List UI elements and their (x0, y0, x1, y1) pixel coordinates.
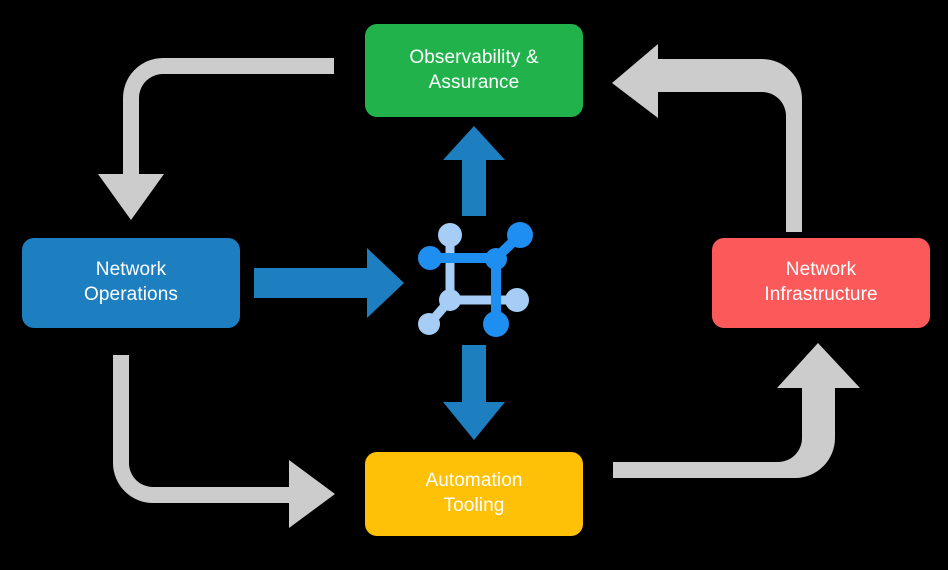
arrow-operations-to-hub (254, 248, 404, 318)
node-left-bright (418, 246, 442, 270)
node-top-light (438, 223, 462, 247)
node-observability-label: Observability & Assurance (409, 46, 539, 93)
node-bottom-left-light (418, 313, 440, 335)
arrow-hub-up (443, 126, 505, 216)
node-hub-bright (485, 248, 507, 270)
node-bottom-bright (483, 311, 509, 337)
node-center-light (439, 289, 461, 311)
arrow-operations-to-automation (113, 355, 335, 528)
node-infrastructure-label: Network Infrastructure (764, 259, 878, 305)
arrow-hub-down (443, 345, 505, 440)
node-infrastructure[interactable]: Network Infrastructure (712, 238, 930, 328)
node-observability[interactable]: Observability & Assurance (365, 24, 583, 117)
node-right-light (505, 288, 529, 312)
network-topology-icon (418, 222, 533, 337)
node-automation-label: Automation Tooling (425, 470, 523, 516)
arrow-infrastructure-to-observability (612, 44, 802, 232)
node-operations[interactable]: Network Operations (22, 238, 240, 328)
arrow-observability-to-operations (98, 58, 334, 220)
node-upper-right-bright (507, 222, 533, 248)
node-automation[interactable]: Automation Tooling (365, 452, 583, 536)
arrow-automation-to-infrastructure (613, 343, 860, 478)
node-operations-label: Network Operations (84, 259, 178, 305)
